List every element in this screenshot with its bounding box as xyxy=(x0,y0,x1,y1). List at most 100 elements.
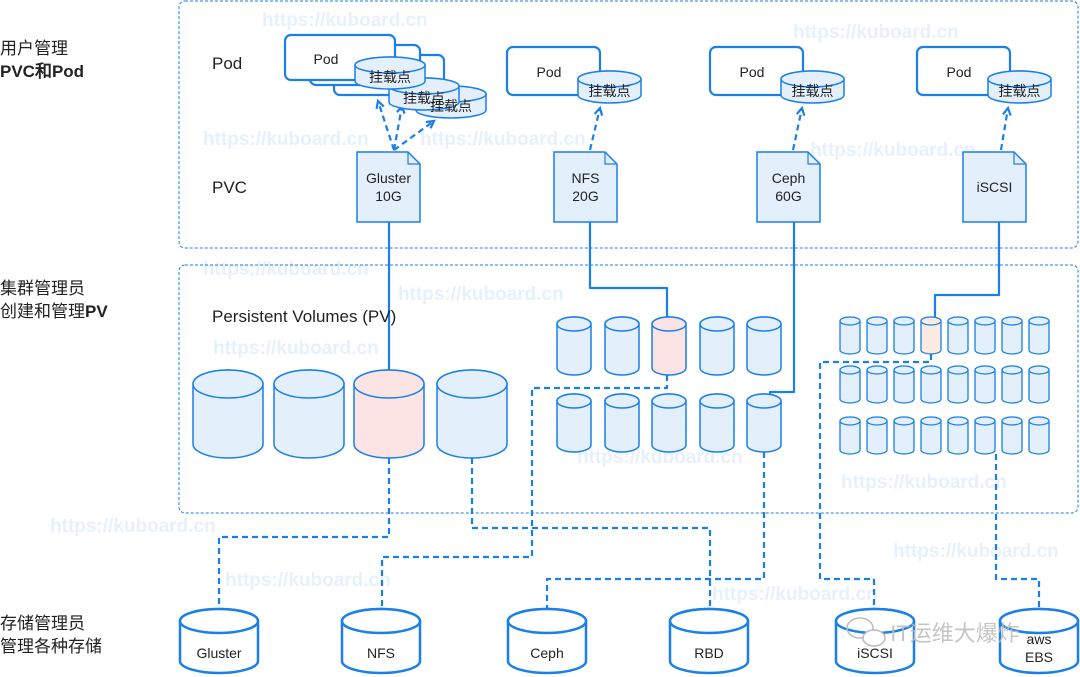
cylinder-top xyxy=(920,316,942,326)
pvc-size: 10G xyxy=(375,188,401,204)
pod-row-label: Pod xyxy=(212,54,242,73)
cylinder-top xyxy=(893,365,915,375)
pv-volume xyxy=(974,416,996,455)
cylinder-top xyxy=(947,365,969,375)
storage-backend xyxy=(668,607,750,675)
watermark-text: https://kuboard.cn xyxy=(793,22,959,43)
mount-point-cylinder xyxy=(987,70,1052,104)
cylinder-top xyxy=(1001,416,1023,426)
mount-point-cylinder xyxy=(780,70,845,104)
pv-storage-link xyxy=(470,458,712,609)
bind-arrow xyxy=(588,107,602,151)
brand-watermark: IT运维大爆炸 xyxy=(890,621,1020,646)
cylinder-top xyxy=(556,316,592,332)
pvc-document-body xyxy=(756,151,821,223)
cylinder-top xyxy=(340,607,422,635)
pvc-name: Gluster xyxy=(366,170,411,186)
cylinder-top xyxy=(192,369,264,399)
cylinder-top xyxy=(920,416,942,426)
pvc-pv-link xyxy=(588,222,669,317)
watermark-text: https://kuboard.cn xyxy=(841,472,1007,493)
cylinder-top xyxy=(1028,416,1050,426)
role-storage-admin: 存储管理员 管理各种存储 xyxy=(0,612,102,658)
pv-storage-link xyxy=(545,452,766,609)
pv-storage-link xyxy=(818,354,933,609)
cylinder-top xyxy=(974,416,996,426)
role-user-line2: PVC和Pod xyxy=(0,62,85,81)
pvc-pv-link xyxy=(933,222,1001,317)
pv-volume xyxy=(974,365,996,404)
role-cluster-admin-line2: 创建和管理PV xyxy=(0,302,108,321)
pvc-document-fold xyxy=(407,152,420,165)
arrow-head xyxy=(795,105,806,116)
cylinder-top xyxy=(987,70,1052,88)
mount-point-label: 挂载点 xyxy=(999,83,1041,99)
mount-point-label: 挂载点 xyxy=(403,90,445,106)
wechat-bubble xyxy=(846,617,874,639)
cylinder-top xyxy=(866,416,888,426)
storage-name: Ceph xyxy=(530,645,563,661)
storage-name: EBS xyxy=(1025,649,1053,665)
pv-volume xyxy=(839,416,861,455)
bind-arrow xyxy=(376,100,396,151)
storage-name: RBD xyxy=(694,645,724,661)
role-storage-admin-line1: 存储管理员 xyxy=(0,614,85,633)
cylinder-top xyxy=(651,393,687,409)
pv-volume xyxy=(1001,316,1023,355)
pv-volume xyxy=(699,393,735,453)
pvc-document-body xyxy=(962,151,1027,223)
pvc-document xyxy=(756,151,821,223)
cylinder-top xyxy=(1001,316,1023,326)
arrow-head xyxy=(375,98,385,110)
watermark-text: https://kuboard.cn xyxy=(810,140,976,161)
cylinder-top xyxy=(604,393,640,409)
pod-label: Pod xyxy=(537,64,562,80)
pvc-document xyxy=(356,151,421,223)
pv-storage-link xyxy=(217,458,391,609)
cylinder-top xyxy=(651,316,687,332)
pvc-size: 20G xyxy=(572,188,598,204)
cylinder-top xyxy=(893,416,915,426)
pvc-name: iSCSI xyxy=(977,179,1013,195)
pv-volume xyxy=(1001,416,1023,455)
pv-volume xyxy=(1028,316,1050,355)
pv-volume xyxy=(746,393,782,453)
mount-point-label: 挂载点 xyxy=(369,69,411,85)
pvc-document-body xyxy=(356,151,421,223)
cylinder-top xyxy=(556,393,592,409)
pv-volume xyxy=(839,316,861,355)
pv-volume xyxy=(893,416,915,455)
pvc-name: NFS xyxy=(572,170,600,186)
cylinder-top xyxy=(1001,365,1023,375)
pv-volume xyxy=(893,316,915,355)
watermark-text: https://kuboard.cn xyxy=(420,129,586,150)
mount-point-label: 挂载点 xyxy=(430,98,472,114)
storage-backend xyxy=(506,607,588,675)
pv-volume-bound xyxy=(651,316,687,376)
watermark-text: https://kuboard.cn xyxy=(225,570,391,591)
pv-section-box xyxy=(178,264,1079,514)
arrow-head xyxy=(425,119,436,129)
pv-volume xyxy=(920,365,942,404)
cylinder-top xyxy=(920,365,942,375)
storage-name: iSCSI xyxy=(857,645,893,661)
cylinder-top xyxy=(604,316,640,332)
pv-volume-bound xyxy=(920,316,942,355)
cylinder-top xyxy=(947,416,969,426)
mount-point-cylinder xyxy=(354,56,426,90)
cylinder-top xyxy=(974,316,996,326)
bind-arrow xyxy=(392,105,404,151)
pv-volume xyxy=(1028,365,1050,404)
pvc-document-fold xyxy=(604,152,617,165)
storage-name: Gluster xyxy=(196,645,241,661)
pv-storage-link xyxy=(380,375,669,609)
cylinder-top xyxy=(839,416,861,426)
cylinder-top xyxy=(866,365,888,375)
mount-point-cylinder xyxy=(577,70,642,104)
pv-volume xyxy=(1028,416,1050,455)
cylinder-top xyxy=(354,56,426,74)
cylinder-top xyxy=(746,393,782,409)
bind-arrow xyxy=(791,107,804,151)
pv-volume xyxy=(1001,365,1023,404)
